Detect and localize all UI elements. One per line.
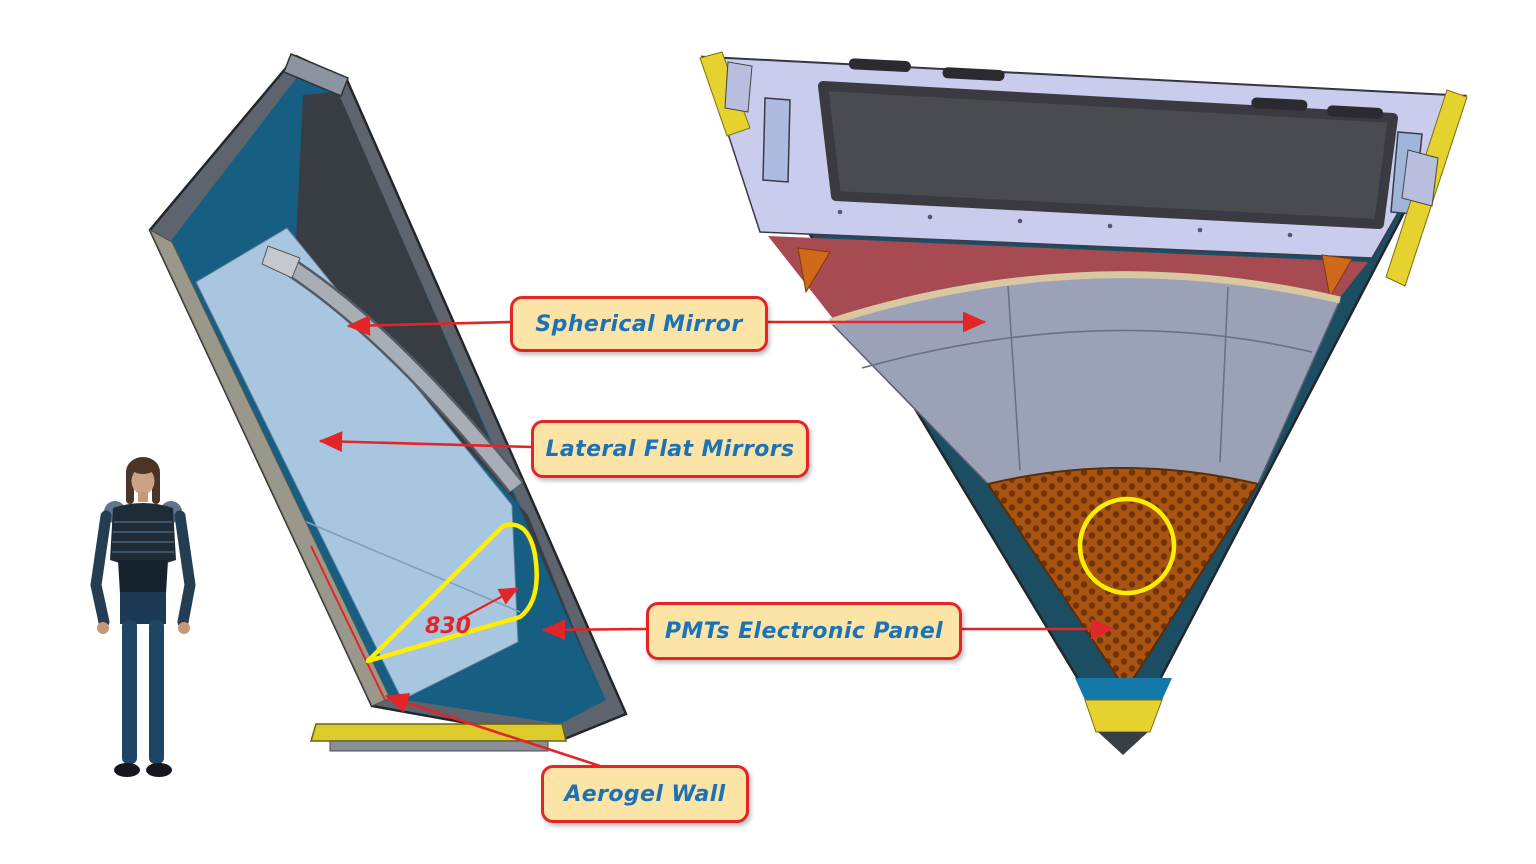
face <box>131 467 155 495</box>
rivets <box>837 209 1293 238</box>
yellow-circle-annotation <box>1077 496 1177 596</box>
torso <box>110 503 176 566</box>
pmt-honeycomb-panel <box>986 467 1260 692</box>
side-view <box>148 53 628 752</box>
left-arm <box>90 510 112 628</box>
label-spherical-mirror-text: Spherical Mirror <box>535 311 743 337</box>
apex-yellow-block <box>1084 699 1163 733</box>
label-aerogel-wall: Aerogel Wall <box>541 765 749 823</box>
label-pmts-electronic-panel: PMTs Electronic Panel <box>646 602 962 660</box>
orange-bracket-left <box>797 247 831 294</box>
vent-slots <box>848 58 1384 119</box>
right-leg <box>149 620 164 764</box>
side-top-cap <box>283 53 349 97</box>
label-lateral-flat-mirrors: Lateral Flat Mirrors <box>531 420 809 478</box>
spherical-mirror-edge <box>279 256 522 492</box>
label-spherical-mirror: Spherical Mirror <box>510 296 768 352</box>
side-base-plate <box>309 723 567 742</box>
label-pmts-electronic-panel-text: PMTs Electronic Panel <box>664 618 944 644</box>
orange-bracket-right <box>1321 254 1353 299</box>
side-dark-cavity <box>295 92 598 688</box>
arrow-aerogel <box>384 692 601 768</box>
arrow-lateral-mirrors <box>318 431 533 453</box>
front-top-window <box>818 81 1398 229</box>
arrow-830 <box>457 587 519 621</box>
label-lateral-flat-mirrors-text: Lateral Flat Mirrors <box>545 436 795 462</box>
annotation-arrows <box>318 311 1115 768</box>
yellow-edge-left <box>699 51 751 137</box>
right-arm <box>174 510 196 628</box>
dimension-leader-line <box>310 545 386 701</box>
mirror-tan-rim <box>828 271 1341 326</box>
left-leg <box>122 620 137 764</box>
label-aerogel-wall-text: Aerogel Wall <box>564 781 726 807</box>
arrow-pmts-left <box>541 619 648 641</box>
dimension-830: 830 <box>425 614 471 639</box>
human-figure <box>90 457 196 777</box>
spherical-mirror-front <box>828 273 1342 485</box>
arrow-spherical-left <box>346 315 513 336</box>
front-view <box>699 51 1468 755</box>
yellow-triangle-annotation <box>365 522 539 664</box>
lateral-flat-mirror-panel <box>195 227 519 701</box>
